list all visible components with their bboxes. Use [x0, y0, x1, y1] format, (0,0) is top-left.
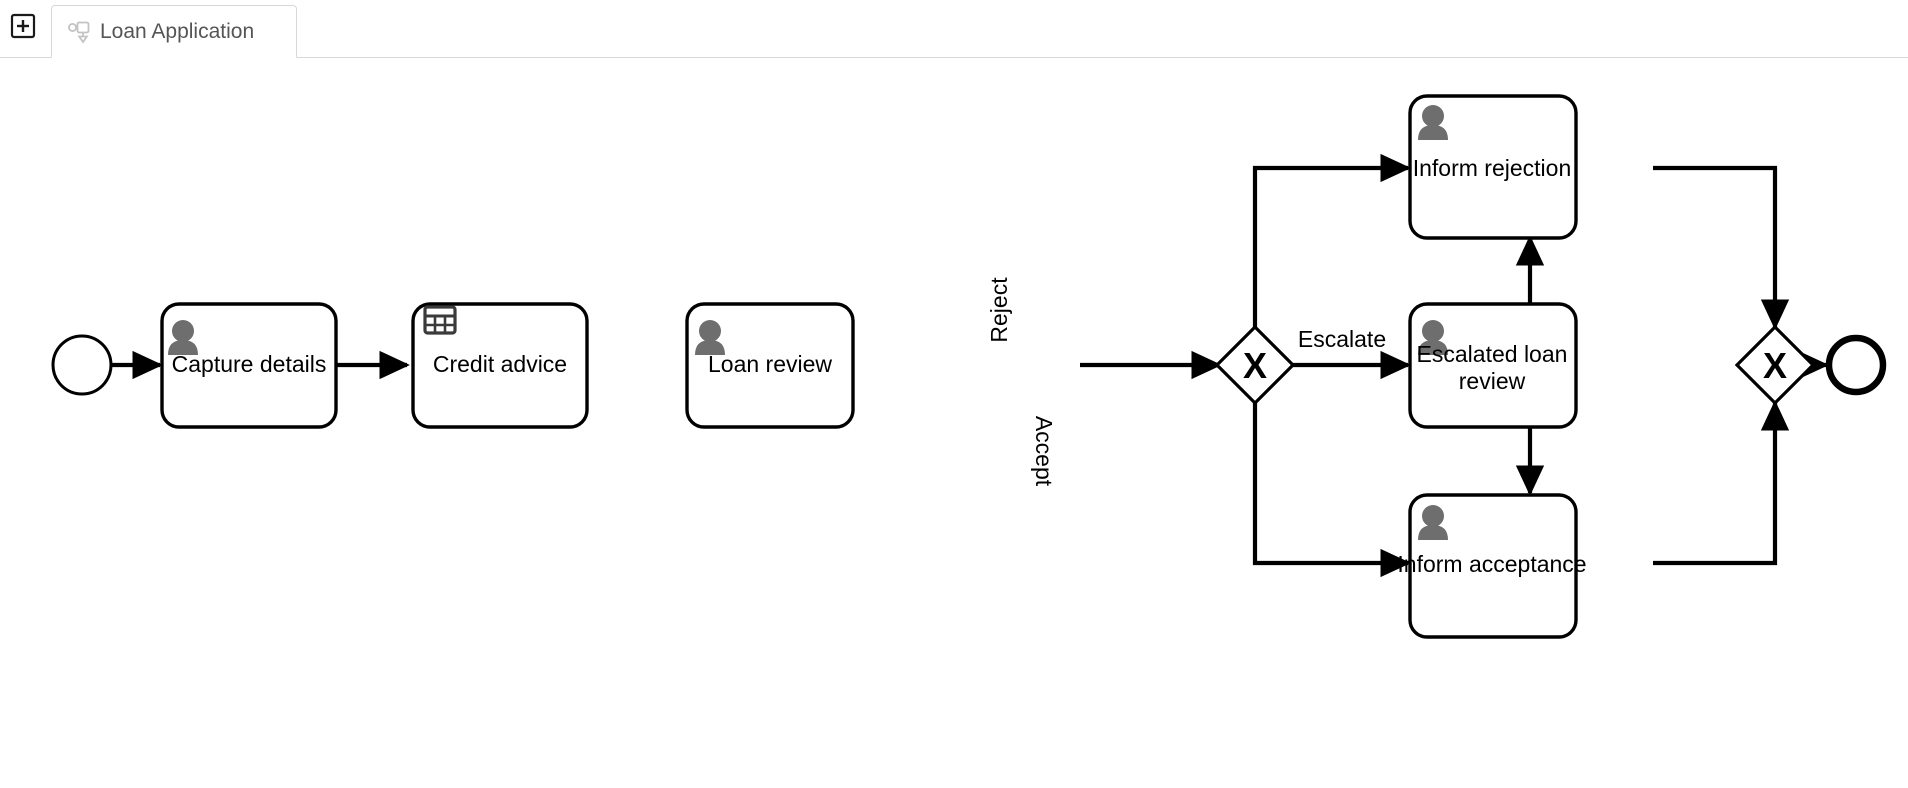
end-event[interactable] — [1825, 334, 1887, 396]
task-credit-advice[interactable]: Credit advice — [411, 302, 589, 429]
gateway-symbol: X — [1763, 345, 1787, 386]
edge-label-accept: Accept — [1031, 416, 1057, 487]
task-capture-details[interactable]: Capture details — [160, 302, 338, 429]
diagram-canvas[interactable]: Capture details Credit advice — [0, 58, 1908, 788]
flow-gateway-to-acceptance[interactable] — [1252, 401, 1411, 578]
task-inform-acceptance[interactable]: Inform acceptance — [1397, 493, 1587, 639]
flow-rejection-to-join[interactable] — [1653, 165, 1790, 330]
task-loan-review[interactable]: Loan review — [685, 302, 855, 429]
task-label: Capture details — [172, 351, 327, 377]
user-task-icon — [168, 320, 198, 355]
gateway-symbol: X — [1243, 345, 1267, 386]
task-label: Loan review — [708, 351, 832, 377]
task-label-line2: review — [1459, 368, 1526, 394]
flow-gateway-to-rejection[interactable] — [1252, 153, 1411, 329]
tab-label: Loan Application — [100, 19, 255, 43]
bpmn-diagram: Capture details Credit advice — [51, 94, 1887, 639]
task-label: Inform rejection — [1413, 155, 1572, 181]
plus-box-icon — [10, 13, 36, 39]
user-task-icon — [695, 320, 725, 355]
task-label: Inform acceptance — [1397, 551, 1586, 577]
task-label-line1: Escalated loan — [1417, 341, 1568, 367]
start-event[interactable] — [51, 334, 113, 396]
task-inform-rejection[interactable]: Inform rejection — [1408, 94, 1578, 240]
user-task-icon — [1418, 505, 1448, 540]
new-diagram-button[interactable] — [9, 12, 37, 40]
exclusive-gateway-split[interactable]: X — [1214, 324, 1296, 406]
tab-loan-application[interactable]: Loan Application — [51, 5, 297, 58]
edge-label-escalate: Escalate — [1298, 326, 1386, 352]
business-rule-task-icon — [423, 305, 457, 335]
user-task-icon — [1418, 105, 1448, 140]
user-task-icon — [1418, 320, 1448, 355]
sequence-flow-layer — [111, 153, 1829, 578]
bpmn-process-icon — [66, 19, 92, 45]
task-label: Credit advice — [433, 351, 567, 377]
task-escalated-loan-review[interactable]: Escalated loan review — [1408, 302, 1578, 429]
edge-label-reject: Reject — [986, 277, 1012, 343]
tab-bar: Loan Application — [0, 0, 1908, 58]
flow-acceptance-to-join[interactable] — [1653, 400, 1790, 566]
exclusive-gateway-join[interactable]: X — [1734, 324, 1816, 406]
